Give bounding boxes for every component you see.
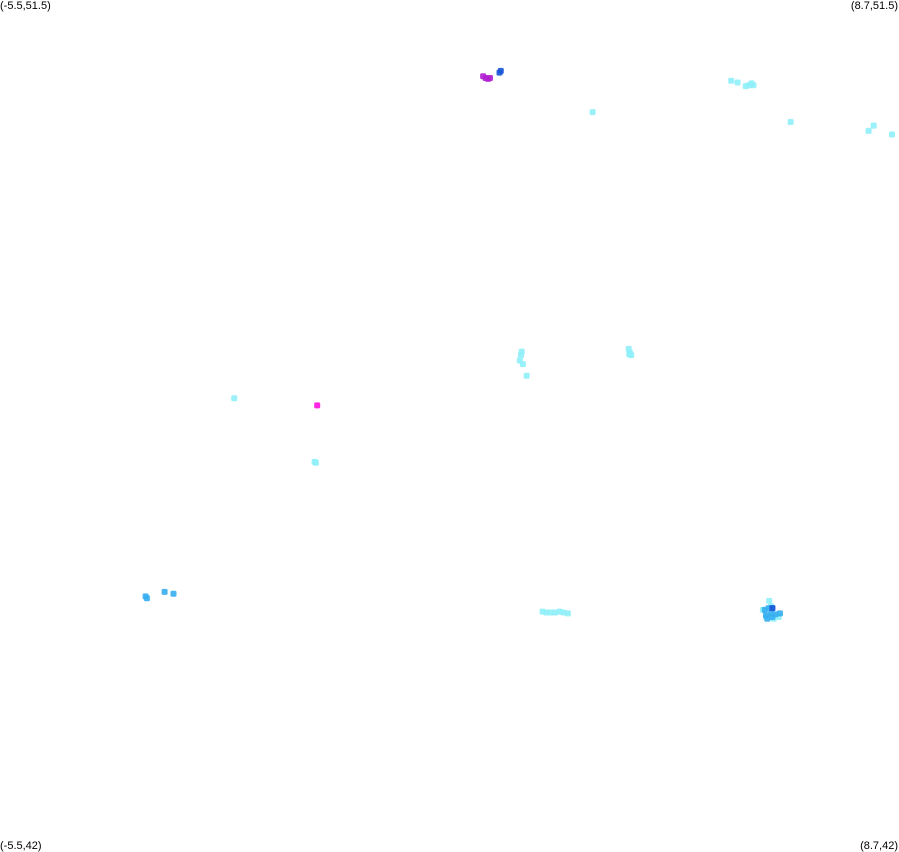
scatter-point-s0-20 bbox=[231, 395, 238, 402]
scatter-point-s0-19 bbox=[628, 352, 635, 359]
scatter-point-s0-9 bbox=[870, 122, 877, 129]
scatter-point-s0-22 bbox=[312, 459, 319, 466]
scatter-point-s1-12 bbox=[769, 614, 776, 620]
scatter-point-s1-1 bbox=[143, 595, 150, 602]
corner-label-top-left: (-5.5,51.5) bbox=[0, 0, 51, 12]
scatter-point-s0-0 bbox=[728, 77, 735, 84]
scatter-point-s0-8 bbox=[865, 127, 872, 134]
scatter-point-s1-3 bbox=[170, 590, 177, 597]
scatter-point-s0-1 bbox=[734, 79, 741, 86]
scatter-point-s1-10 bbox=[777, 610, 783, 617]
scatter-point-s0-10 bbox=[889, 131, 895, 138]
scatter-point-s1-11 bbox=[764, 615, 771, 622]
scatter-point-s4-0 bbox=[314, 402, 321, 409]
scatter-point-s0-5 bbox=[750, 82, 757, 89]
scatter-point-s0-7 bbox=[787, 119, 794, 125]
scatter-point-s3-3 bbox=[487, 75, 493, 81]
scatter-point-s2-1 bbox=[497, 67, 504, 74]
corner-label-bottom-left: (-5.5,42) bbox=[0, 840, 42, 852]
scatter-point-s0-12 bbox=[518, 352, 524, 359]
corner-label-bottom-right: (8.7,42) bbox=[860, 840, 898, 852]
scatter-point-s0-29 bbox=[564, 610, 571, 617]
scatter-point-s0-6 bbox=[589, 109, 596, 116]
corner-label-top-right: (8.7,51.5) bbox=[850, 0, 898, 12]
scatter-point-s0-30 bbox=[766, 597, 773, 604]
scatter-point-s2-2 bbox=[769, 605, 776, 612]
scatter-point-s1-2 bbox=[161, 588, 168, 595]
scatter-point-s0-14 bbox=[519, 361, 526, 368]
scatter-point-s0-15 bbox=[523, 372, 530, 379]
